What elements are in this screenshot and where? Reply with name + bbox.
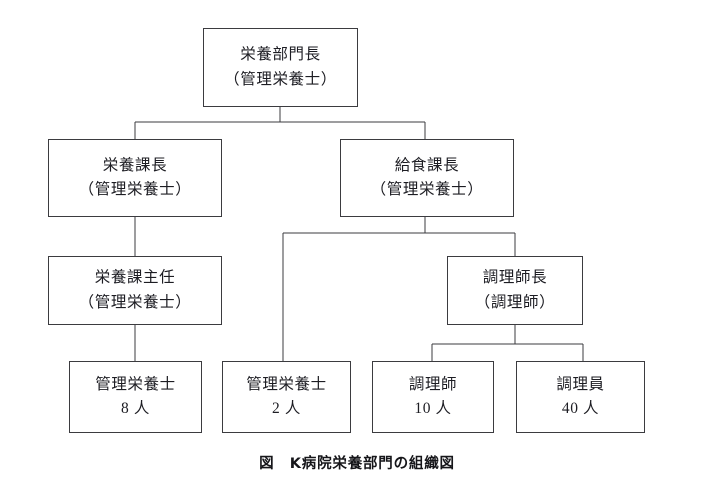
node-line-2: 8 人 xyxy=(121,400,150,417)
node-line-1: 栄養課長 xyxy=(102,156,168,174)
node-nutrition-section-supervisor[interactable]: 栄養課主任 （管理栄養士） xyxy=(48,256,222,325)
node-line-1: 調理員 xyxy=(556,375,605,393)
node-line-1: 管理栄養士 xyxy=(246,375,327,393)
node-nutrition-department-director[interactable]: 栄養部門長 （管理栄養士） xyxy=(203,28,358,107)
node-line-2: （調理師） xyxy=(474,293,556,311)
node-head-cook[interactable]: 調理師長 （調理師） xyxy=(447,256,583,325)
node-kitchen-staff-40[interactable]: 調理員 40 人 xyxy=(516,361,645,433)
node-nutrition-section-chief[interactable]: 栄養課長 （管理栄養士） xyxy=(48,139,222,217)
node-line-1: 調理師 xyxy=(408,375,458,393)
node-line-2: 40 人 xyxy=(561,400,600,417)
node-line-1: 調理師長 xyxy=(482,269,548,287)
node-line-2: 10 人 xyxy=(414,400,452,417)
node-line-1: 給食課長 xyxy=(394,156,460,174)
node-line-1: 栄養課主任 xyxy=(94,269,176,287)
node-line-2: （管理栄養士） xyxy=(78,181,192,198)
node-line-2: 2 人 xyxy=(272,400,301,417)
figure-caption: 図 K病院栄養部門の組織図 xyxy=(259,456,455,472)
node-line-2: （管理栄養士） xyxy=(224,70,337,88)
node-line-1: 栄養部門長 xyxy=(240,46,321,64)
node-registered-dietitians-2[interactable]: 管理栄養士 2 人 xyxy=(222,361,351,433)
node-line-2: （管理栄養士） xyxy=(78,293,192,311)
node-line-2: （管理栄養士） xyxy=(370,181,484,198)
node-cooks-10[interactable]: 調理師 10 人 xyxy=(372,361,494,433)
node-line-1: 管理栄養士 xyxy=(95,375,176,393)
node-foodservice-section-chief[interactable]: 給食課長 （管理栄養士） xyxy=(340,139,514,217)
node-registered-dietitians-8[interactable]: 管理栄養士 8 人 xyxy=(69,361,202,433)
